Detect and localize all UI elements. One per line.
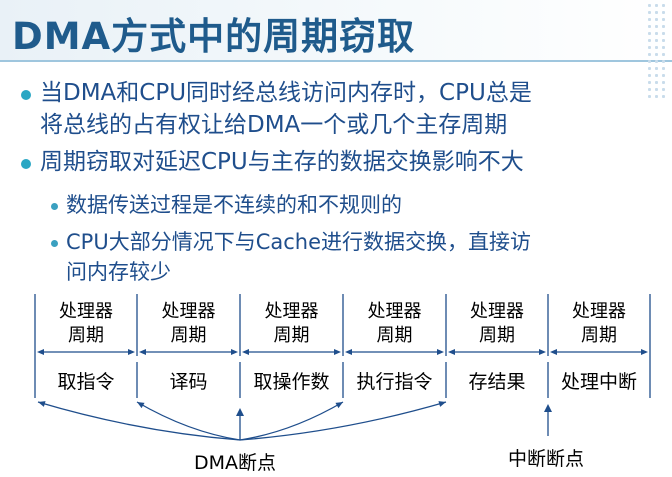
interrupt-breakpoint-label: 中断断点 [508, 448, 585, 470]
processor-cycle-label-line: 处理器 [161, 301, 216, 322]
dma-breakpoint-label: DMA断点 [194, 452, 277, 474]
processor-cycle-label-line: 处理器 [264, 301, 319, 322]
bullet-4-line-2: 问内存较少 [66, 260, 171, 284]
arrow-head-right [128, 349, 135, 355]
bullet-2-line-1: 周期窃取对延迟CPU与主存的数据交换影响不大 [40, 149, 524, 175]
title-bar: DMA方式中的周期窃取 [0, 0, 672, 60]
processor-cycle-label-line: 处理器 [470, 301, 524, 322]
interrupt-arrow-head [544, 404, 552, 412]
dma-curve-arrow-head [438, 401, 446, 407]
arrow-head-left [448, 349, 455, 355]
stage-label: 取操作数 [253, 371, 330, 393]
processor-cycle-label-line: 处理器 [572, 301, 626, 322]
stage-label: 处理中断 [560, 371, 637, 393]
processor-cycle-label: 处理器周期 [35, 300, 137, 348]
stage-label: 取指令 [57, 371, 115, 393]
processor-cycle-label-line: 处理器 [367, 301, 422, 322]
arrow-head-left [242, 349, 249, 355]
title-divider [0, 60, 672, 62]
arrow-head-left [37, 349, 44, 355]
sub-bullet-marker [51, 203, 58, 210]
dma-curve-arrow-head [335, 402, 343, 409]
bullet-marker [21, 159, 31, 169]
arrow-head-left [139, 349, 146, 355]
dma-breakpoint-curve [239, 401, 447, 441]
bullet-marker [21, 90, 31, 100]
bullet-3-line-1: 数据传送过程是不连续的和不规则的 [66, 193, 402, 217]
processor-cycle-label-line: 周期 [170, 325, 207, 346]
arrow-head-right [437, 349, 444, 355]
dma-curve-arrow-head [137, 402, 145, 409]
stage-label: 译码 [169, 371, 208, 393]
dma-breakpoint-curve [239, 401, 344, 441]
arrow-head-left [550, 349, 557, 355]
slide-title: DMA方式中的周期窃取 [12, 15, 416, 58]
dma-breakpoint-curve [136, 401, 241, 441]
stage-label: 执行指令 [356, 371, 433, 393]
processor-cycle-label: 处理器周期 [240, 300, 343, 348]
bullet-1-line-2: 将总线的占有权让给DMA一个或几个主存周期 [40, 112, 508, 138]
bullet-4-line-1: CPU大部分情况下与Cache进行数据交换，直接访 [66, 230, 532, 254]
processor-cycle-label: 处理器周期 [137, 300, 240, 348]
sub-bullet-marker [51, 240, 58, 247]
dma-breakpoint-curve [37, 401, 241, 441]
processor-cycle-label-line: 周期 [581, 325, 617, 346]
bullet-1-line-1: 当DMA和CPU同时经总线访问内存时，CPU总是 [40, 80, 532, 106]
processor-cycle-label-line: 处理器 [59, 301, 113, 322]
arrow-head-right [334, 349, 341, 355]
processor-cycle-label-line: 周期 [273, 325, 310, 346]
processor-cycle-label-line: 周期 [68, 325, 104, 346]
stage-label: 存结果 [468, 371, 526, 393]
dma-arrow-head [236, 408, 244, 416]
processor-cycle-label: 处理器周期 [446, 300, 548, 348]
processor-cycle-label-line: 周期 [376, 325, 413, 346]
arrow-head-left [345, 349, 352, 355]
processor-cycle-label: 处理器周期 [343, 300, 446, 348]
arrow-head-right [539, 349, 546, 355]
arrow-head-right [231, 349, 238, 355]
arrow-head-right [641, 349, 648, 355]
processor-cycle-label: 处理器周期 [548, 300, 650, 348]
dma-curve-arrow-head [38, 401, 46, 407]
decorative-dots [646, 2, 666, 102]
processor-cycle-label-line: 周期 [479, 325, 515, 346]
